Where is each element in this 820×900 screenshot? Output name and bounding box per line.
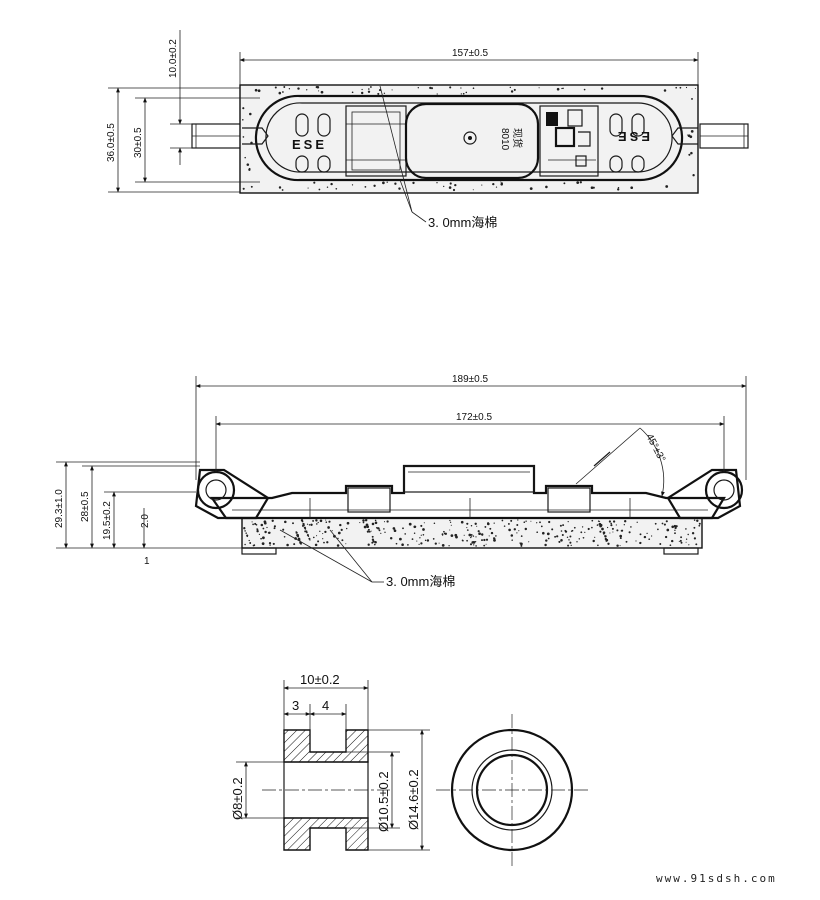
callout-top-foam: 3. 0mm海棉	[379, 85, 497, 230]
lens-center-dot	[463, 131, 477, 145]
tab-right	[671, 127, 698, 145]
top-foam-speckle	[242, 86, 696, 192]
chip-label: 8010	[499, 128, 510, 151]
svg-text:45°±3°: 45°±3°	[643, 432, 667, 464]
side-foam-strip	[241, 517, 703, 549]
led-window-right: ESE	[609, 113, 650, 173]
center-lens: 8010 现货	[345, 102, 540, 180]
svg-text:30±0.5: 30±0.5	[133, 127, 144, 158]
side-foam-label: 3. 0mm海棉	[386, 574, 455, 589]
svg-text:10.0±0.2: 10.0±0.2	[168, 39, 179, 78]
bushing-end-view	[436, 714, 588, 866]
dim-side-heights: 29.3±1.0 28±0.5 19.5±0.2 2.0 1	[54, 461, 242, 567]
wire-right	[699, 123, 749, 149]
svg-text:29.3±1.0: 29.3±1.0	[54, 489, 65, 528]
callout-side-foam: 3. 0mm海棉	[279, 529, 455, 589]
bushing-upper-wall	[283, 729, 369, 763]
label-ese-right: ESE	[615, 129, 650, 144]
svg-text:2.0: 2.0	[140, 514, 151, 528]
mount-ear-left	[194, 468, 270, 520]
side-foam-speckle	[243, 519, 701, 547]
mount-ear-right	[666, 468, 744, 520]
top-housing	[254, 94, 684, 182]
bushing-length: 10±0.2	[300, 672, 340, 687]
top-connector	[539, 105, 599, 177]
bushing-bore: Ø8±0.2	[230, 777, 245, 820]
bushing-lower-wall	[283, 817, 369, 851]
bushing-outer: Ø14.6±0.2	[406, 769, 421, 830]
dim-side-total: 189±0.5	[195, 374, 747, 480]
side-housing	[209, 464, 726, 520]
tab-left	[242, 127, 269, 145]
svg-text:36.0±0.5: 36.0±0.5	[106, 123, 117, 162]
bushing-seg-b: 4	[322, 698, 329, 713]
svg-text:1: 1	[144, 556, 150, 567]
dim-top-heights: 36.0±0.5 30±0.5 10.0±0.2	[106, 30, 260, 193]
svg-text:172±0.5: 172±0.5	[456, 412, 493, 423]
bushing-section: 10±0.2 3 4 Ø8±0.2 Ø10.5±0.2 Ø14.6±0.2	[230, 672, 430, 851]
wire-left	[191, 123, 243, 149]
top-foam-label: 3. 0mm海棉	[428, 215, 497, 230]
svg-text:157±0.5: 157±0.5	[452, 48, 489, 59]
side-view: 189±0.5 172±0.5 45°±3° 29.3±1.0 28±0.5	[54, 374, 747, 589]
svg-text:19.5±0.2: 19.5±0.2	[102, 501, 113, 540]
svg-text:28±0.5: 28±0.5	[80, 491, 91, 522]
svg-text:189±0.5: 189±0.5	[452, 374, 489, 385]
dim-side-holes: 172±0.5	[215, 412, 725, 472]
chip-label-2: 现货	[511, 128, 524, 148]
led-window-left: ESE	[292, 113, 331, 173]
watermark: www.91sdsh.com	[656, 872, 777, 885]
dim-top-width: 157±0.5	[239, 48, 699, 85]
bushing-seg-a: 3	[292, 698, 299, 713]
top-view: ESE 8010 现货	[106, 30, 749, 230]
bushing-groove: Ø10.5±0.2	[376, 771, 391, 832]
label-ese-left: ESE	[292, 137, 327, 152]
